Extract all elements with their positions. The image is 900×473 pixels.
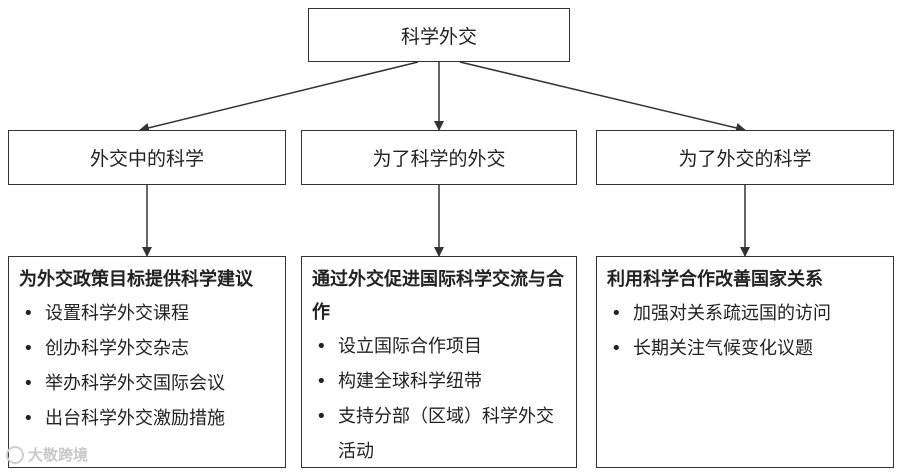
list-item-text: 加强对关系疏远国的访问 — [633, 303, 831, 324]
circle-logo-icon — [6, 445, 24, 464]
list-item: • 长期关注气候变化议题 — [605, 331, 885, 366]
watermark: 大敬跨境 — [6, 444, 88, 465]
detail-box-science-for-diplomacy: 利用科学合作改善国家关系 • 加强对关系疏远国的访问 • 长期关注气候变化议题 — [596, 256, 894, 468]
bullet-icon: • — [611, 303, 622, 324]
bullet-icon: • — [316, 336, 327, 357]
list-item-text: 长期关注气候变化议题 — [633, 338, 813, 359]
list-item: • 创办科学外交杂志 — [17, 331, 277, 366]
detail-box-title: 利用科学合作改善国家关系 — [607, 269, 823, 290]
branch-node-science-in-diplomacy: 外交中的科学 — [8, 130, 286, 185]
list-item-text: 构建全球科学纽带 — [338, 371, 482, 392]
branch-node-label: 为了外交的科学 — [678, 148, 812, 170]
branch-node-diplomacy-for-science: 为了科学的外交 — [301, 130, 577, 185]
list-item: • 构建全球科学纽带 — [310, 364, 568, 399]
detail-box-diplomacy-for-science: 通过外交促进国际科学交流与合作 • 设立国际合作项目 • 构建全球科学纽带 • 支持分… — [301, 256, 577, 468]
detail-box-science-in-diplomacy: 为外交政策目标提供科学建议 • 设置科学外交课程 • 创办科学外交杂志 • 举办科学外… — [8, 256, 286, 468]
root-node-label: 科学外交 — [400, 25, 477, 48]
branch-node-label: 为了科学的外交 — [372, 148, 506, 170]
detail-box-title: 为外交政策目标提供科学建议 — [19, 269, 253, 290]
list-item: • 支持分部（区域）科学外交活动 — [310, 399, 568, 469]
list-item: • 设立国际合作项目 — [310, 329, 568, 364]
arrow-root-to-right — [459, 61, 746, 133]
bullet-icon: • — [23, 373, 34, 394]
bullet-icon: • — [23, 408, 34, 429]
bullet-icon: • — [316, 371, 327, 392]
root-node: 科学外交 — [308, 8, 570, 62]
watermark-text: 大敬跨境 — [28, 446, 89, 464]
bullet-icon: • — [23, 303, 34, 324]
bullet-icon: • — [316, 406, 327, 427]
list-item-text: 设置科学外交课程 — [45, 303, 189, 324]
bullet-icon: • — [611, 338, 622, 359]
detail-list: • 设置科学外交课程 • 创办科学外交杂志 • 举办科学外交国际会议 • 出台科学外交激… — [17, 296, 277, 436]
arrow-root-to-left — [139, 61, 419, 133]
list-item-text: 支持分部（区域）科学外交活动 — [338, 406, 554, 462]
detail-box-title: 通过外交促进国际科学交流与合作 — [312, 269, 564, 323]
list-item-text: 创办科学外交杂志 — [45, 338, 189, 359]
list-item-text: 设立国际合作项目 — [338, 336, 482, 357]
list-item-text: 举办科学外交国际会议 — [45, 373, 225, 394]
detail-list: • 加强对关系疏远国的访问 • 长期关注气候变化议题 — [605, 296, 885, 366]
list-item: • 出台科学外交激励措施 — [17, 401, 277, 436]
list-item: • 设置科学外交课程 — [17, 296, 277, 331]
list-item: • 加强对关系疏远国的访问 — [605, 296, 885, 331]
detail-list: • 设立国际合作项目 • 构建全球科学纽带 • 支持分部（区域）科学外交活动 — [310, 329, 568, 469]
list-item: • 举办科学外交国际会议 — [17, 366, 277, 401]
list-item-text: 出台科学外交激励措施 — [45, 408, 225, 429]
branch-node-science-for-diplomacy: 为了外交的科学 — [596, 130, 894, 185]
bullet-icon: • — [23, 338, 34, 359]
branch-node-label: 外交中的科学 — [89, 148, 204, 170]
